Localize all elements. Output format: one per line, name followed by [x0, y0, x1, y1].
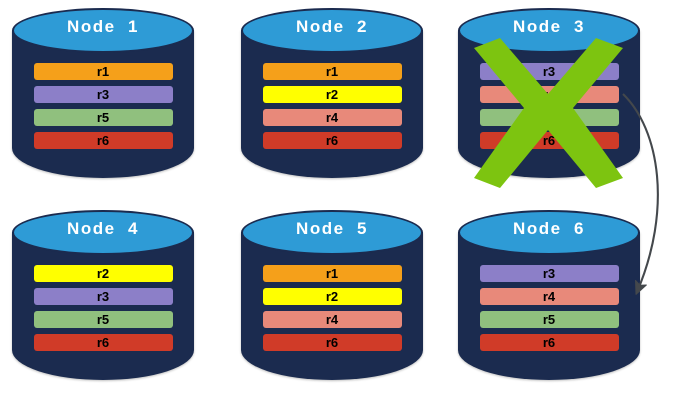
node-1[interactable]: Node 1 r1 r3 r5 r6: [12, 8, 194, 186]
replica-list: r1 r3 r5 r6: [12, 63, 194, 149]
replica-list: r2 r3 r5 r6: [12, 265, 194, 351]
replica-bar[interactable]: r1: [262, 63, 402, 80]
node-label: Node 3: [513, 17, 585, 36]
node-3[interactable]: Node 3 r3 r4 r5 r6: [458, 8, 640, 188]
cylinder-top: [241, 8, 423, 53]
node-label: Node 6: [513, 219, 585, 238]
replica-bar[interactable]: r5: [33, 109, 173, 126]
cylinder-body: [12, 30, 194, 178]
replica-list: r1 r2 r4 r6: [241, 63, 423, 149]
cylinder-body: [458, 232, 640, 380]
replica-bar[interactable]: r3: [33, 288, 173, 305]
replica-bar[interactable]: r1: [262, 265, 402, 282]
cylinder-top: [241, 210, 423, 255]
replica-bar[interactable]: r2: [262, 288, 402, 305]
cylinder-body: [241, 30, 423, 178]
replica-list: r1 r2 r4 r6: [241, 265, 423, 351]
cylinder-top: [12, 210, 194, 255]
replica-bar[interactable]: r5: [479, 109, 619, 126]
replica-bar[interactable]: r3: [479, 265, 619, 282]
replica-bar[interactable]: r6: [479, 334, 619, 351]
replica-bar[interactable]: r2: [33, 265, 173, 282]
replica-bar[interactable]: r1: [33, 63, 173, 80]
replica-bar[interactable]: r6: [33, 334, 173, 351]
replica-bar[interactable]: r5: [479, 311, 619, 328]
replica-bar[interactable]: r3: [33, 86, 173, 103]
replica-bar[interactable]: r4: [262, 311, 402, 328]
replica-bar[interactable]: r4: [262, 109, 402, 126]
node-5[interactable]: Node 5 r1 r2 r4 r6: [241, 210, 423, 388]
replica-bar[interactable]: r6: [262, 132, 402, 149]
cylinder-body: [12, 232, 194, 380]
replica-bar[interactable]: r3: [479, 63, 619, 80]
node-label: Node 5: [296, 219, 368, 238]
replica-bar[interactable]: r6: [479, 132, 619, 149]
replica-bar[interactable]: r6: [33, 132, 173, 149]
replica-bar[interactable]: r2: [262, 86, 402, 103]
node-label: Node 1: [67, 17, 139, 36]
replica-bar[interactable]: r6: [262, 334, 402, 351]
node-4[interactable]: Node 4 r2 r3 r5 r6: [12, 210, 194, 388]
replica-bar[interactable]: r4: [479, 86, 619, 103]
node-6[interactable]: Node 6 r3 r4 r5 r6: [458, 210, 640, 388]
node-label: Node 2: [296, 17, 368, 36]
cylinder-top: [12, 8, 194, 53]
replica-list: r3 r4 r5 r6: [458, 265, 640, 351]
replica-bar[interactable]: r5: [33, 311, 173, 328]
cylinder-body: [241, 232, 423, 380]
node-label: Node 4: [67, 219, 139, 238]
node-2[interactable]: Node 2 r1 r2 r4 r6: [241, 8, 423, 186]
replica-bar[interactable]: r4: [479, 288, 619, 305]
replica-list: r3 r4 r5 r6: [458, 63, 640, 149]
